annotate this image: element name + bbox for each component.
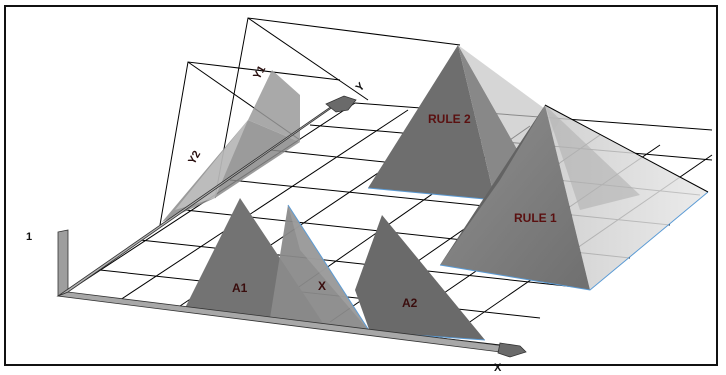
label-membership: 1 [26, 231, 32, 243]
y-axis-arrowhead [325, 95, 357, 113]
label-x-set: X [318, 279, 326, 293]
label-rule2: RULE 2 [428, 112, 471, 126]
label-a2: A2 [402, 296, 418, 310]
label-rule1: RULE 1 [514, 211, 557, 225]
rule1-pyramid [439, 104, 709, 291]
x-fuzzy-sets [184, 198, 486, 341]
label-y1: Y1 [251, 64, 268, 82]
membership-axis [57, 229, 69, 297]
labels: RULE 2 RULE 1 A1 A2 X Y2 Y1 Y X 1 [26, 64, 557, 374]
axes [56, 95, 527, 358]
back-frames [159, 17, 461, 226]
label-y2: Y2 [186, 149, 203, 167]
x-axis-arrowhead [497, 342, 527, 358]
y1-set-shape [248, 70, 300, 142]
a2-set-shape [355, 215, 485, 340]
label-x-axis: X [494, 362, 502, 374]
label-a1: A1 [232, 281, 248, 295]
y2-face [175, 120, 248, 210]
